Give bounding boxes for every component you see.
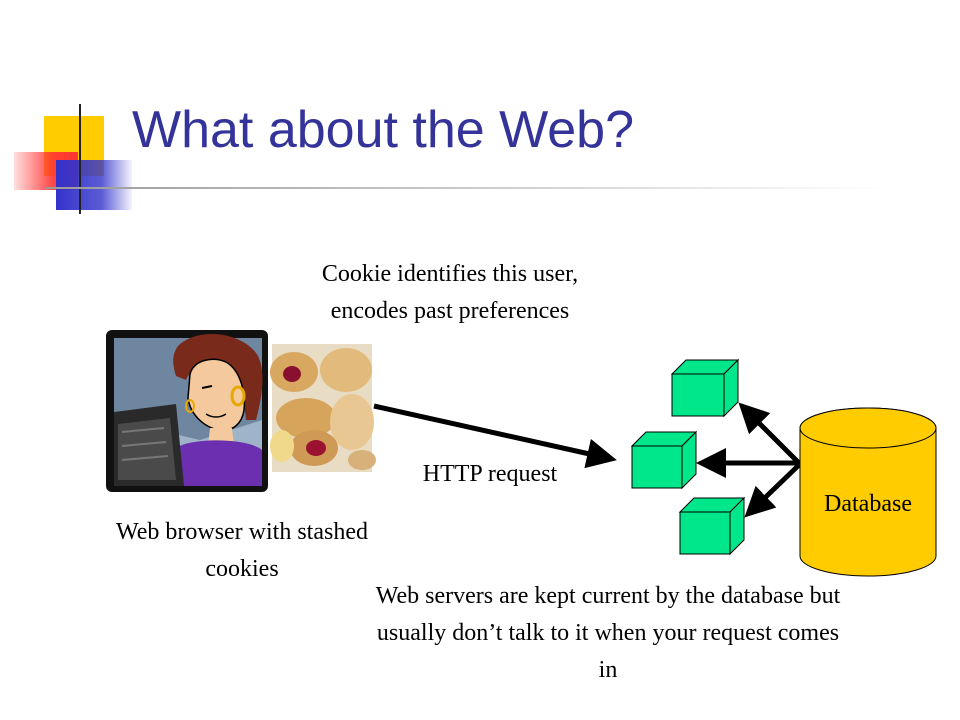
http-request-label: HTTP request <box>422 461 558 487</box>
browser-label: Web browser with stashed cookies <box>115 519 368 582</box>
database-cylinder-icon <box>799 407 937 577</box>
http-request-arrow <box>373 403 617 469</box>
title-underline <box>46 187 886 189</box>
server-box-bottom <box>678 496 746 556</box>
blue-square-icon <box>56 160 132 210</box>
slide-title: What about the Web? <box>132 101 635 159</box>
database-to-top-server-arrow <box>738 402 802 466</box>
server-box-middle <box>630 430 698 490</box>
database-label: Database <box>824 491 912 517</box>
servers-note: Web servers are kept current by the data… <box>375 583 841 683</box>
cookie-note: Cookie identifies this user, encodes pas… <box>321 261 579 324</box>
title-accent-decoration <box>14 104 132 214</box>
database-to-bottom-server-arrow <box>744 462 802 518</box>
server-box-top <box>670 358 740 418</box>
cookies-photo <box>270 344 376 472</box>
woman-at-computer-clipart <box>106 330 268 492</box>
